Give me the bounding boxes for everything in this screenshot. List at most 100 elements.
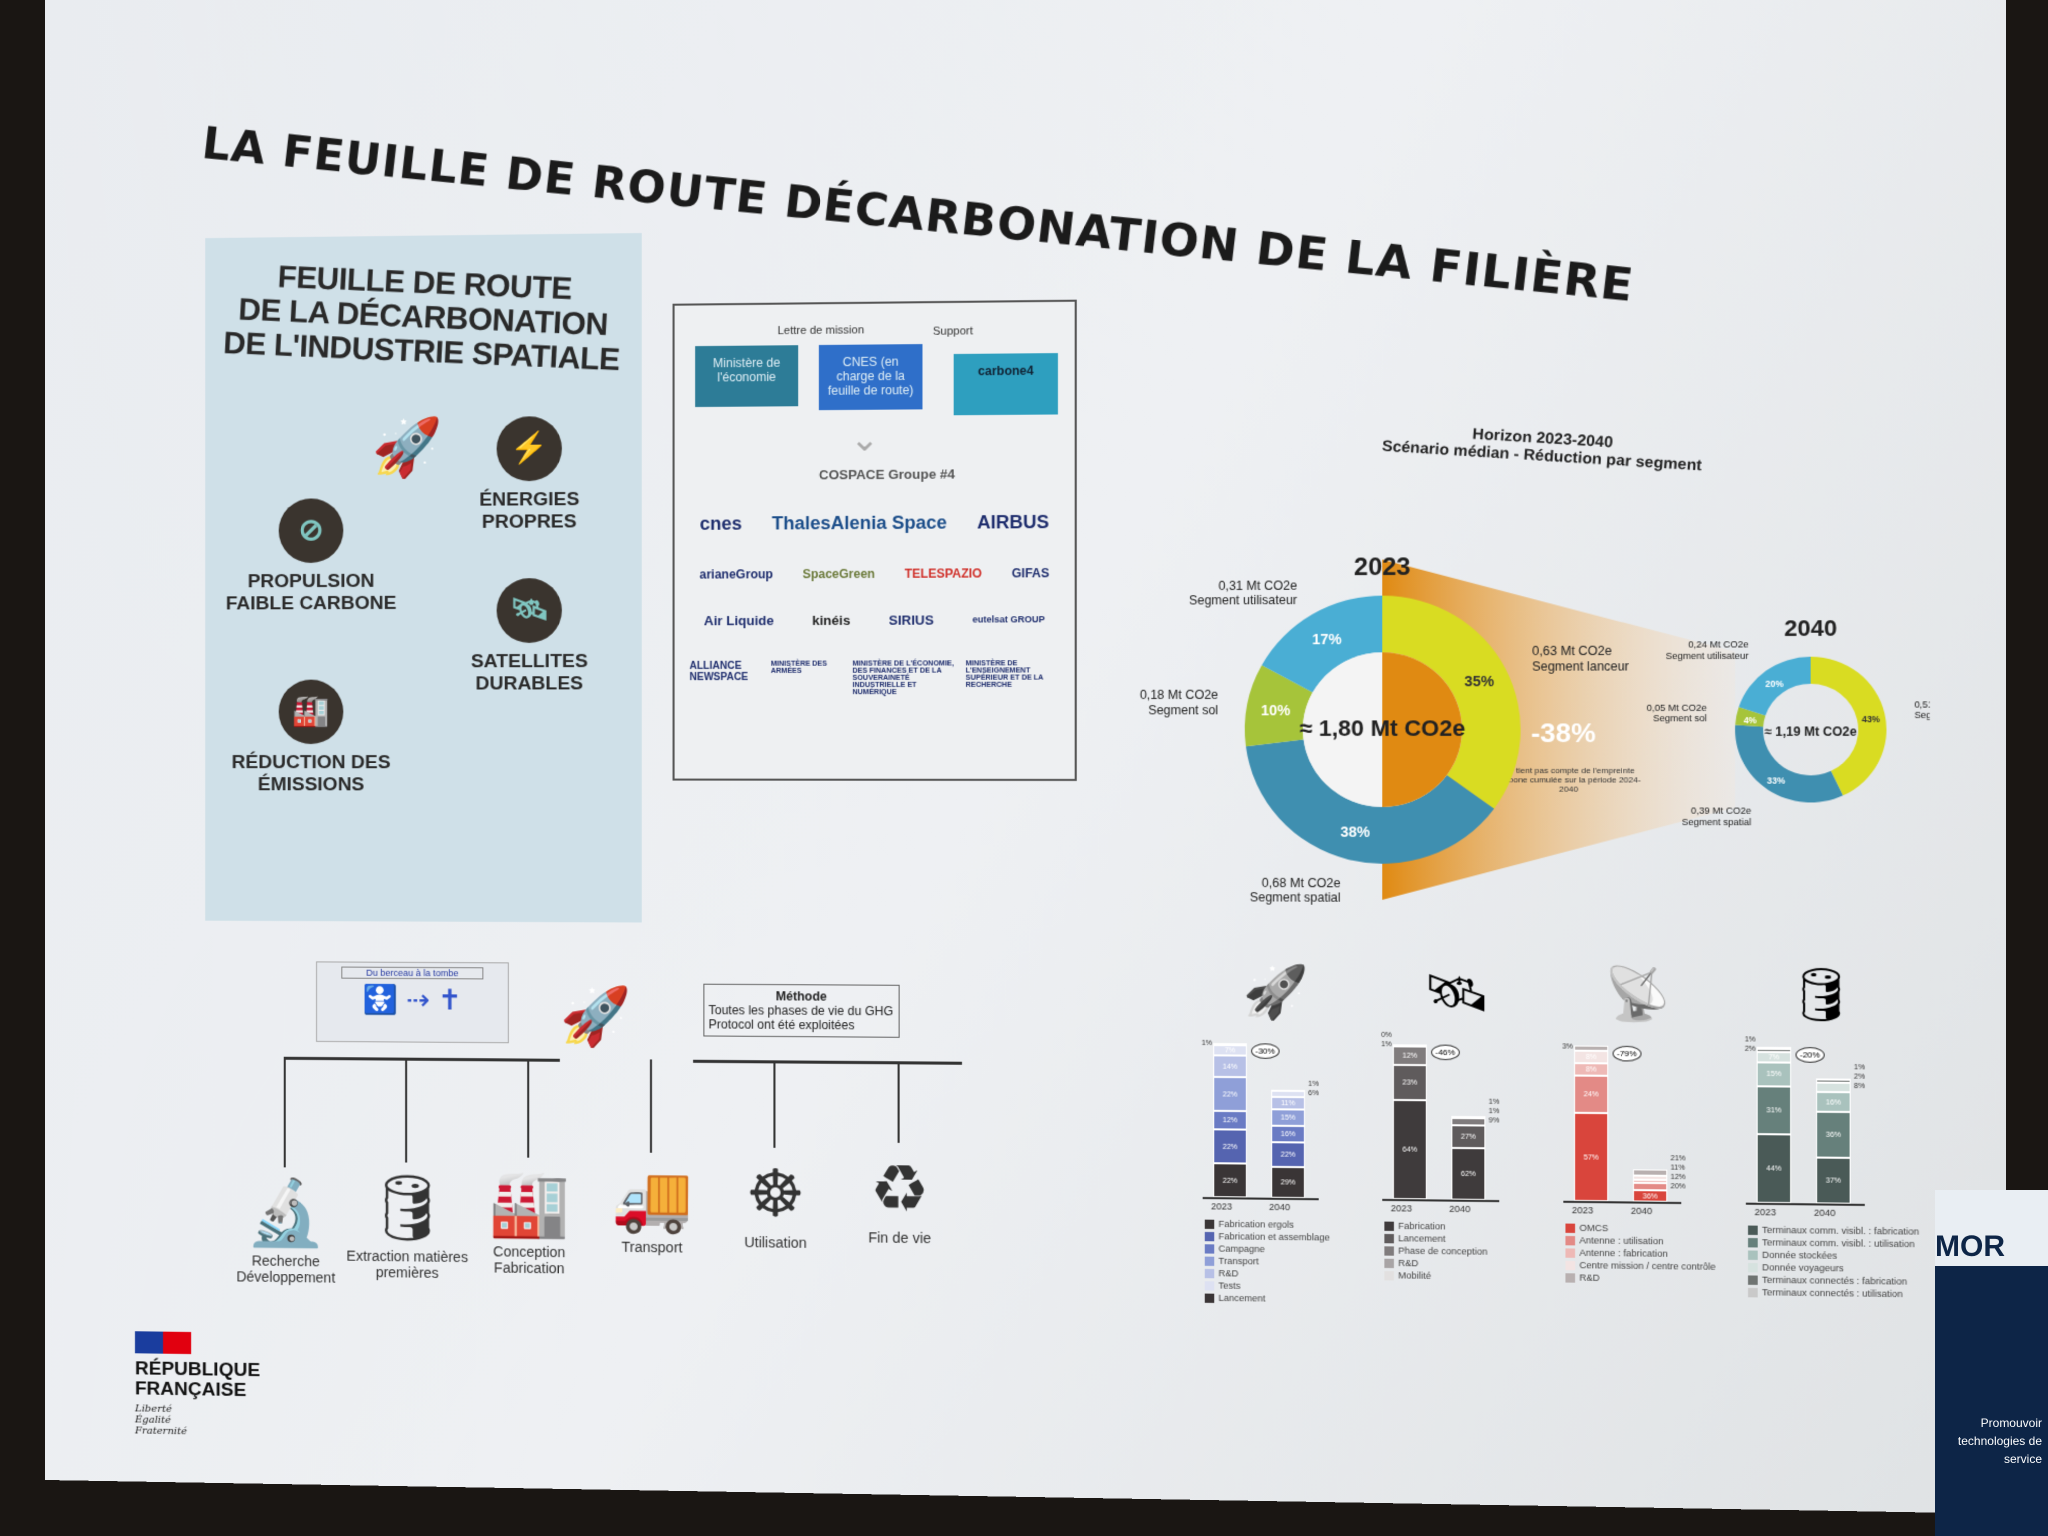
reduction-label: -38% <box>1531 717 1596 748</box>
roadmap-poster: FEUILLE DE ROUTEDE LA DÉCARBONATIONDE L'… <box>205 233 642 922</box>
lifecycle-diagram: Du berceau à la tombe 🚼 ⇢ ✝ 🚀 MéthodeTou… <box>245 951 1045 1364</box>
bar-segment-label: 21% <box>1671 1155 1688 1163</box>
bar-segment <box>1633 1176 1667 1180</box>
poster-item-satellites: 🛰SATELLITES DURABLES <box>448 578 611 696</box>
bar-chart-antenna: 📡57%24%8%8%3%202336%20%12%11%21%2040-79%… <box>1553 957 1725 1373</box>
bar-segment: 22% <box>1213 1077 1247 1111</box>
bar-segment-label: 1% <box>1489 1108 1506 1116</box>
poster-title: FEUILLE DE ROUTEDE LA DÉCARBONATIONDE L'… <box>203 257 644 378</box>
method-box: MéthodeToutes les phases de vie du GHG P… <box>703 984 899 1038</box>
slice-percent: 43% <box>1862 713 1881 723</box>
bar-segment: 23% <box>1393 1064 1427 1100</box>
antenna-icon: 📡 <box>1553 957 1725 1031</box>
cradle-box: Du berceau à la tombe 🚼 ⇢ ✝ <box>316 961 509 1043</box>
lifecycle-node: 🛢Extraction matières premières <box>346 1167 468 1281</box>
cospace-label: COSPACE Groupe #4 <box>819 466 955 482</box>
segment-bar-charts: 🚀22%22%12%22%14%7%1%202329%22%16%15%11%6… <box>1192 956 1919 1377</box>
logo-airliquide: Air Liquide <box>704 612 774 627</box>
donut-center-total: ≈ 1,19 Mt CO2e <box>1765 724 1857 739</box>
legend-entry: Lancement <box>1384 1232 1487 1246</box>
satellite-icon: 🛰 <box>497 578 562 643</box>
republique-francaise-logo: RÉPUBLIQUE FRANÇAISE Liberté Égalité Fra… <box>135 1331 260 1438</box>
rocket-icon: 🚀 <box>372 415 443 480</box>
logo-thales: ThalesAlenia Space <box>772 512 947 534</box>
lifecycle-node: ☸Utilisation <box>714 1152 838 1251</box>
legend-entry: R&D <box>1565 1271 1715 1285</box>
bar-segment-label: 2% <box>1854 1074 1871 1082</box>
rocket-icon: 🚀 <box>1192 956 1361 1029</box>
lifecycle-node: 🏭Conception Fabrication <box>468 1162 590 1277</box>
satellite-icon: 🛰 <box>1372 956 1542 1029</box>
slice-percent: 38% <box>1340 824 1370 841</box>
bar-segment <box>1633 1179 1667 1183</box>
bar-category-label: 2023 <box>1754 1207 1776 1218</box>
slice-annotation: 0,39 Mt CO2eSegment spatial <box>1682 805 1751 827</box>
poster-item-energies: ⚡ÉNERGIES PROPRES <box>448 416 611 534</box>
bar-segment: 64% <box>1393 1100 1427 1199</box>
logo-cnes: cnes <box>700 513 742 535</box>
database-icon: 🛢 <box>1735 958 1908 1032</box>
co2-crossed-icon: ⊘ <box>279 498 344 563</box>
reduction-badge: -20% <box>1796 1047 1825 1063</box>
donut-year-2023: 2023 <box>1354 553 1411 581</box>
logo-ministere-economie: MINISTÈRE DE L'ÉCONOMIE, DES FINANCES ET… <box>852 660 956 696</box>
bar-category-label: 2040 <box>1449 1204 1470 1215</box>
bar-segment <box>1757 1047 1792 1049</box>
bar-segment <box>1816 1078 1851 1080</box>
lifecycle-node: ♻Fin de vie <box>837 1147 962 1246</box>
lifecycle-node-label: Utilisation <box>714 1234 838 1252</box>
reduction-badge: -30% <box>1251 1043 1279 1059</box>
slice-annotation: 0,05 Mt CO2eSegment sol <box>1647 702 1707 724</box>
bar-category-label: 2023 <box>1211 1201 1232 1211</box>
bar-category-label: 2040 <box>1269 1202 1290 1213</box>
donut-year-2040: 2040 <box>1784 615 1837 641</box>
cradle-grave-icon: 🚼 ⇢ ✝ <box>317 983 508 1017</box>
bar-segment <box>1213 1043 1247 1045</box>
donut-charts: -38%Ne tient pas compte de l'empreinte c… <box>1098 406 1930 907</box>
truck-icon: 🚚 <box>591 1157 714 1239</box>
lifecycle-node-label: Conception Fabrication <box>468 1243 590 1277</box>
legend-entry: Phase de conception <box>1384 1244 1487 1258</box>
bar-category-label: 2040 <box>1814 1208 1836 1219</box>
lifecycle-node-label: Transport <box>591 1238 714 1256</box>
poster-item-reduction: 🏭RÉDUCTION DES ÉMISSIONS <box>225 680 397 797</box>
slice-percent: 17% <box>1312 631 1342 648</box>
governance-box: Ministère de l'économie Lettre de missio… <box>673 300 1077 781</box>
factory-icon: 🏭 <box>279 680 344 744</box>
bar-segment: 22% <box>1213 1129 1247 1163</box>
legend-entry: Lancement <box>1205 1292 1330 1306</box>
bar-segment: 11% <box>1271 1097 1305 1109</box>
slice-percent: 33% <box>1767 776 1786 786</box>
bar-segment: 12% <box>1393 1046 1427 1065</box>
logo-spacegreen: SpaceGreen <box>802 567 874 582</box>
bar-segment <box>1816 1082 1851 1092</box>
slice-annotation: 0,18 Mt CO2eSegment sol <box>1140 688 1219 717</box>
bar-segment: 31% <box>1757 1086 1792 1135</box>
bar-segment: 36% <box>1816 1112 1851 1157</box>
lifecycle-node-label: Extraction matières premières <box>346 1248 468 1282</box>
bar-segment-label: 8% <box>1854 1083 1871 1091</box>
bar-segment <box>1451 1116 1485 1118</box>
bar-segment: 15% <box>1271 1109 1305 1125</box>
leaf-lightning-icon: ⚡ <box>497 416 562 481</box>
legend-entry: Fabrication <box>1384 1220 1487 1234</box>
bar-segment-label: 1% <box>1195 1040 1212 1048</box>
bar-segment <box>1574 1046 1608 1051</box>
support-label: Support <box>933 325 973 338</box>
bar-segment-label: 0% <box>1375 1032 1392 1040</box>
donut-section: Horizon 2023-2040Scénario médian - Réduc… <box>1098 406 1930 907</box>
bar-segment: 22% <box>1213 1163 1247 1197</box>
donut-center-total: ≈ 1,80 Mt CO2e <box>1300 715 1466 741</box>
oil-pump-icon: 🛢 <box>346 1167 468 1249</box>
poster-item-propulsion: ⊘PROPULSION FAIBLE CARBONE <box>225 498 397 615</box>
bar-segment: 8% <box>1574 1050 1608 1063</box>
bar-segment <box>1393 1044 1427 1046</box>
bar-segment <box>1633 1169 1667 1176</box>
bar-segment: 22% <box>1271 1143 1305 1167</box>
cnes-box: CNES (en charge de la feuille de route) <box>819 344 923 410</box>
bar-segment: 12% <box>1213 1111 1247 1130</box>
logo-kineis: kinéis <box>812 612 850 627</box>
bar-segment: 36% <box>1633 1190 1667 1202</box>
logo-airbus: AIRBUS <box>977 511 1049 533</box>
bar-segment: 24% <box>1574 1075 1608 1113</box>
